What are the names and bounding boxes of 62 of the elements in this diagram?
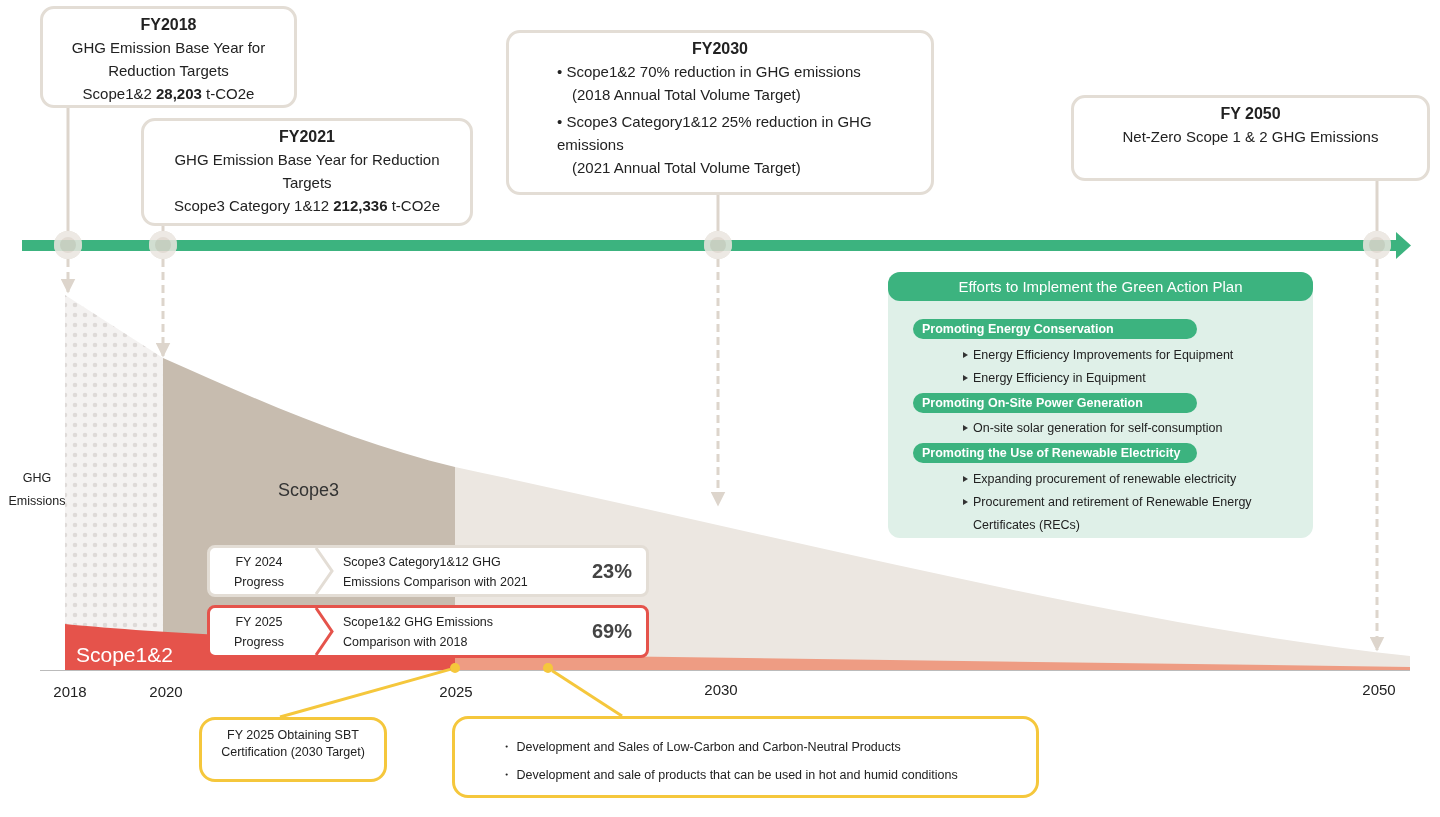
dashed-arrow — [155, 259, 171, 358]
progress-text: Scope3 Category1&12 GHG Emissions Comparison with 2021 — [343, 554, 529, 591]
area-label: Scope1&2 — [76, 642, 173, 668]
timeline-marker — [149, 231, 177, 259]
action-item: Expanding procurement of renewable electricity — [963, 468, 1308, 491]
progress-box — [207, 605, 649, 658]
category-pill: Promoting Energy Conservation — [913, 319, 1197, 339]
milestone-text: (2018 Annual Total Volume Target) — [571, 85, 802, 105]
dashed-arrow — [710, 259, 726, 507]
milestone-box — [141, 118, 473, 226]
milestone-text: • Scope3 Category1&12 25% reduction in GHG emissions — [556, 112, 873, 155]
progress-year: FY 2024 Progress — [233, 554, 285, 591]
category-pill: Promoting the Use of Renewable Electricity — [913, 443, 1197, 463]
milestone-box — [506, 30, 934, 195]
category-pill: Promoting On-Site Power Generation — [913, 393, 1197, 413]
progress-text: Scope1&2 GHG Emissions Comparison with 2018 — [343, 614, 495, 651]
action-plan-panel — [888, 272, 1313, 538]
dashed-arrow — [60, 259, 76, 294]
milestone-year: FY2021 — [277, 127, 336, 147]
timeline-marker — [54, 231, 82, 259]
progress-percent: 69% — [591, 620, 632, 643]
callout-text: ・ Development and sale of products that can be used in hot and humid conditions — [500, 767, 959, 784]
callout-dot — [543, 663, 553, 673]
progress-year: FY 2025 Progress — [233, 614, 285, 651]
callout-box — [452, 716, 1039, 798]
timeline-marker — [1363, 231, 1391, 259]
year-label: 2018 — [52, 683, 88, 700]
milestone-year: FY2030 — [690, 39, 749, 59]
progress-box — [207, 545, 649, 597]
connector-line — [1375, 181, 1379, 231]
milestone-year: FY2018 — [139, 15, 198, 35]
action-item: Energy Efficiency Improvements for Equipment — [963, 344, 1308, 367]
milestone-text: Scope3 Category 1&12 212,336 t-CO2e — [173, 196, 441, 216]
callout-box — [199, 717, 387, 782]
leader-line — [279, 667, 451, 719]
action-item: On-site solar generation for self-consumption — [963, 417, 1308, 440]
callout-dot — [450, 663, 460, 673]
connector-line — [161, 226, 165, 231]
timeline-marker — [704, 231, 732, 259]
milestone-text: Scope1&2 28,203 t-CO2e — [81, 84, 256, 104]
leader-line — [551, 669, 623, 718]
dashed-arrow — [1369, 259, 1385, 652]
year-label: 2020 — [148, 683, 184, 700]
milestone-year: FY 2050 — [1219, 104, 1282, 124]
action-item: Procurement and retirement of Renewable Energy Certificates (RECs) — [963, 491, 1308, 537]
connector-line — [66, 108, 70, 231]
milestone-box — [40, 6, 297, 108]
year-label: 2030 — [703, 681, 739, 698]
milestone-box — [1071, 95, 1430, 181]
area-label: Scope3 — [278, 480, 340, 501]
panel-heading: Efforts to Implement the Green Action Plan — [888, 272, 1313, 301]
connector-line — [716, 195, 720, 231]
milestone-text: Net-Zero Scope 1 & 2 GHG Emissions — [1121, 127, 1380, 147]
axis-label: GHG Emissions — [7, 470, 67, 510]
progress-percent: 23% — [591, 560, 632, 583]
callout-text: ・ Development and Sales of Low-Carbon and Carbon-Neutral Products — [500, 739, 902, 756]
year-label: 2050 — [1361, 681, 1397, 698]
action-item: Energy Efficiency in Equipment — [963, 367, 1308, 390]
milestone-text: (2021 Annual Total Volume Target) — [571, 158, 802, 178]
milestone-text: • Scope1&2 70% reduction in GHG emissions — [556, 62, 862, 82]
callout-text: FY 2025 Obtaining SBT Certification (2030 Target) — [220, 727, 366, 761]
year-label: 2025 — [438, 683, 474, 700]
